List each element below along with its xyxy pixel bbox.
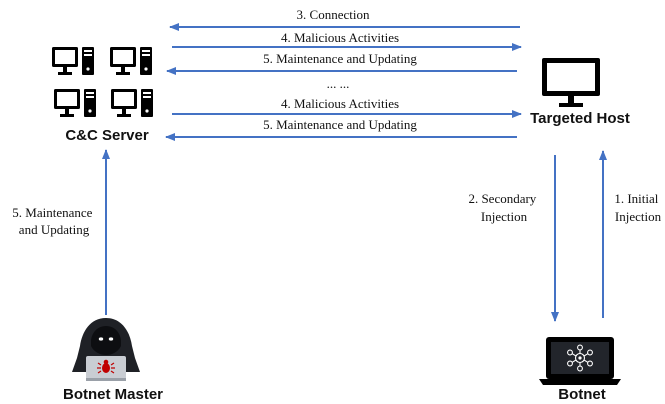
- label-malicious-2: 4. Malicious Activities: [281, 96, 399, 111]
- label-connection: 3. Connection: [297, 7, 370, 22]
- label-master-maintenance: 5. Maintenance and Updating: [12, 205, 95, 237]
- workstation-icon: [110, 47, 152, 75]
- botnet-label: Botnet: [558, 386, 606, 403]
- computer-cluster-icon: [52, 47, 153, 117]
- workstation-icon: [52, 47, 94, 75]
- label-initial-injection: 1. Initial Injection: [614, 191, 661, 224]
- workstation-icon: [111, 89, 153, 117]
- hacker-icon: [72, 318, 140, 381]
- monitor-icon: [542, 58, 600, 107]
- label-maintenance-1: 5. Maintenance and Updating: [263, 51, 417, 66]
- label-maintenance-2: 5. Maintenance and Updating: [263, 117, 417, 132]
- arrows: [102, 23, 607, 322]
- label-ellipsis: ... ...: [327, 76, 350, 91]
- label-secondary-injection-line2: Injection: [481, 209, 528, 224]
- label-initial-injection-line1: 1. Initial: [614, 191, 658, 206]
- laptop-network-icon: [539, 337, 621, 385]
- targeted-host-label: Targeted Host: [530, 110, 630, 127]
- label-secondary-injection-line1: 2. Secondary: [468, 191, 536, 206]
- cc-server-label: C&C Server: [65, 127, 149, 144]
- label-initial-injection-line2: Injection: [615, 209, 662, 224]
- botnet-master-label: Botnet Master: [63, 386, 163, 403]
- workstation-icon: [54, 89, 96, 117]
- label-master-maintenance-line1: 5. Maintenance: [12, 205, 92, 220]
- bug-icon: [97, 359, 115, 374]
- label-secondary-injection: 2. Secondary Injection: [468, 191, 539, 224]
- label-malicious-1: 4. Malicious Activities: [281, 30, 399, 45]
- label-master-maintenance-line2: and Updating: [19, 222, 90, 237]
